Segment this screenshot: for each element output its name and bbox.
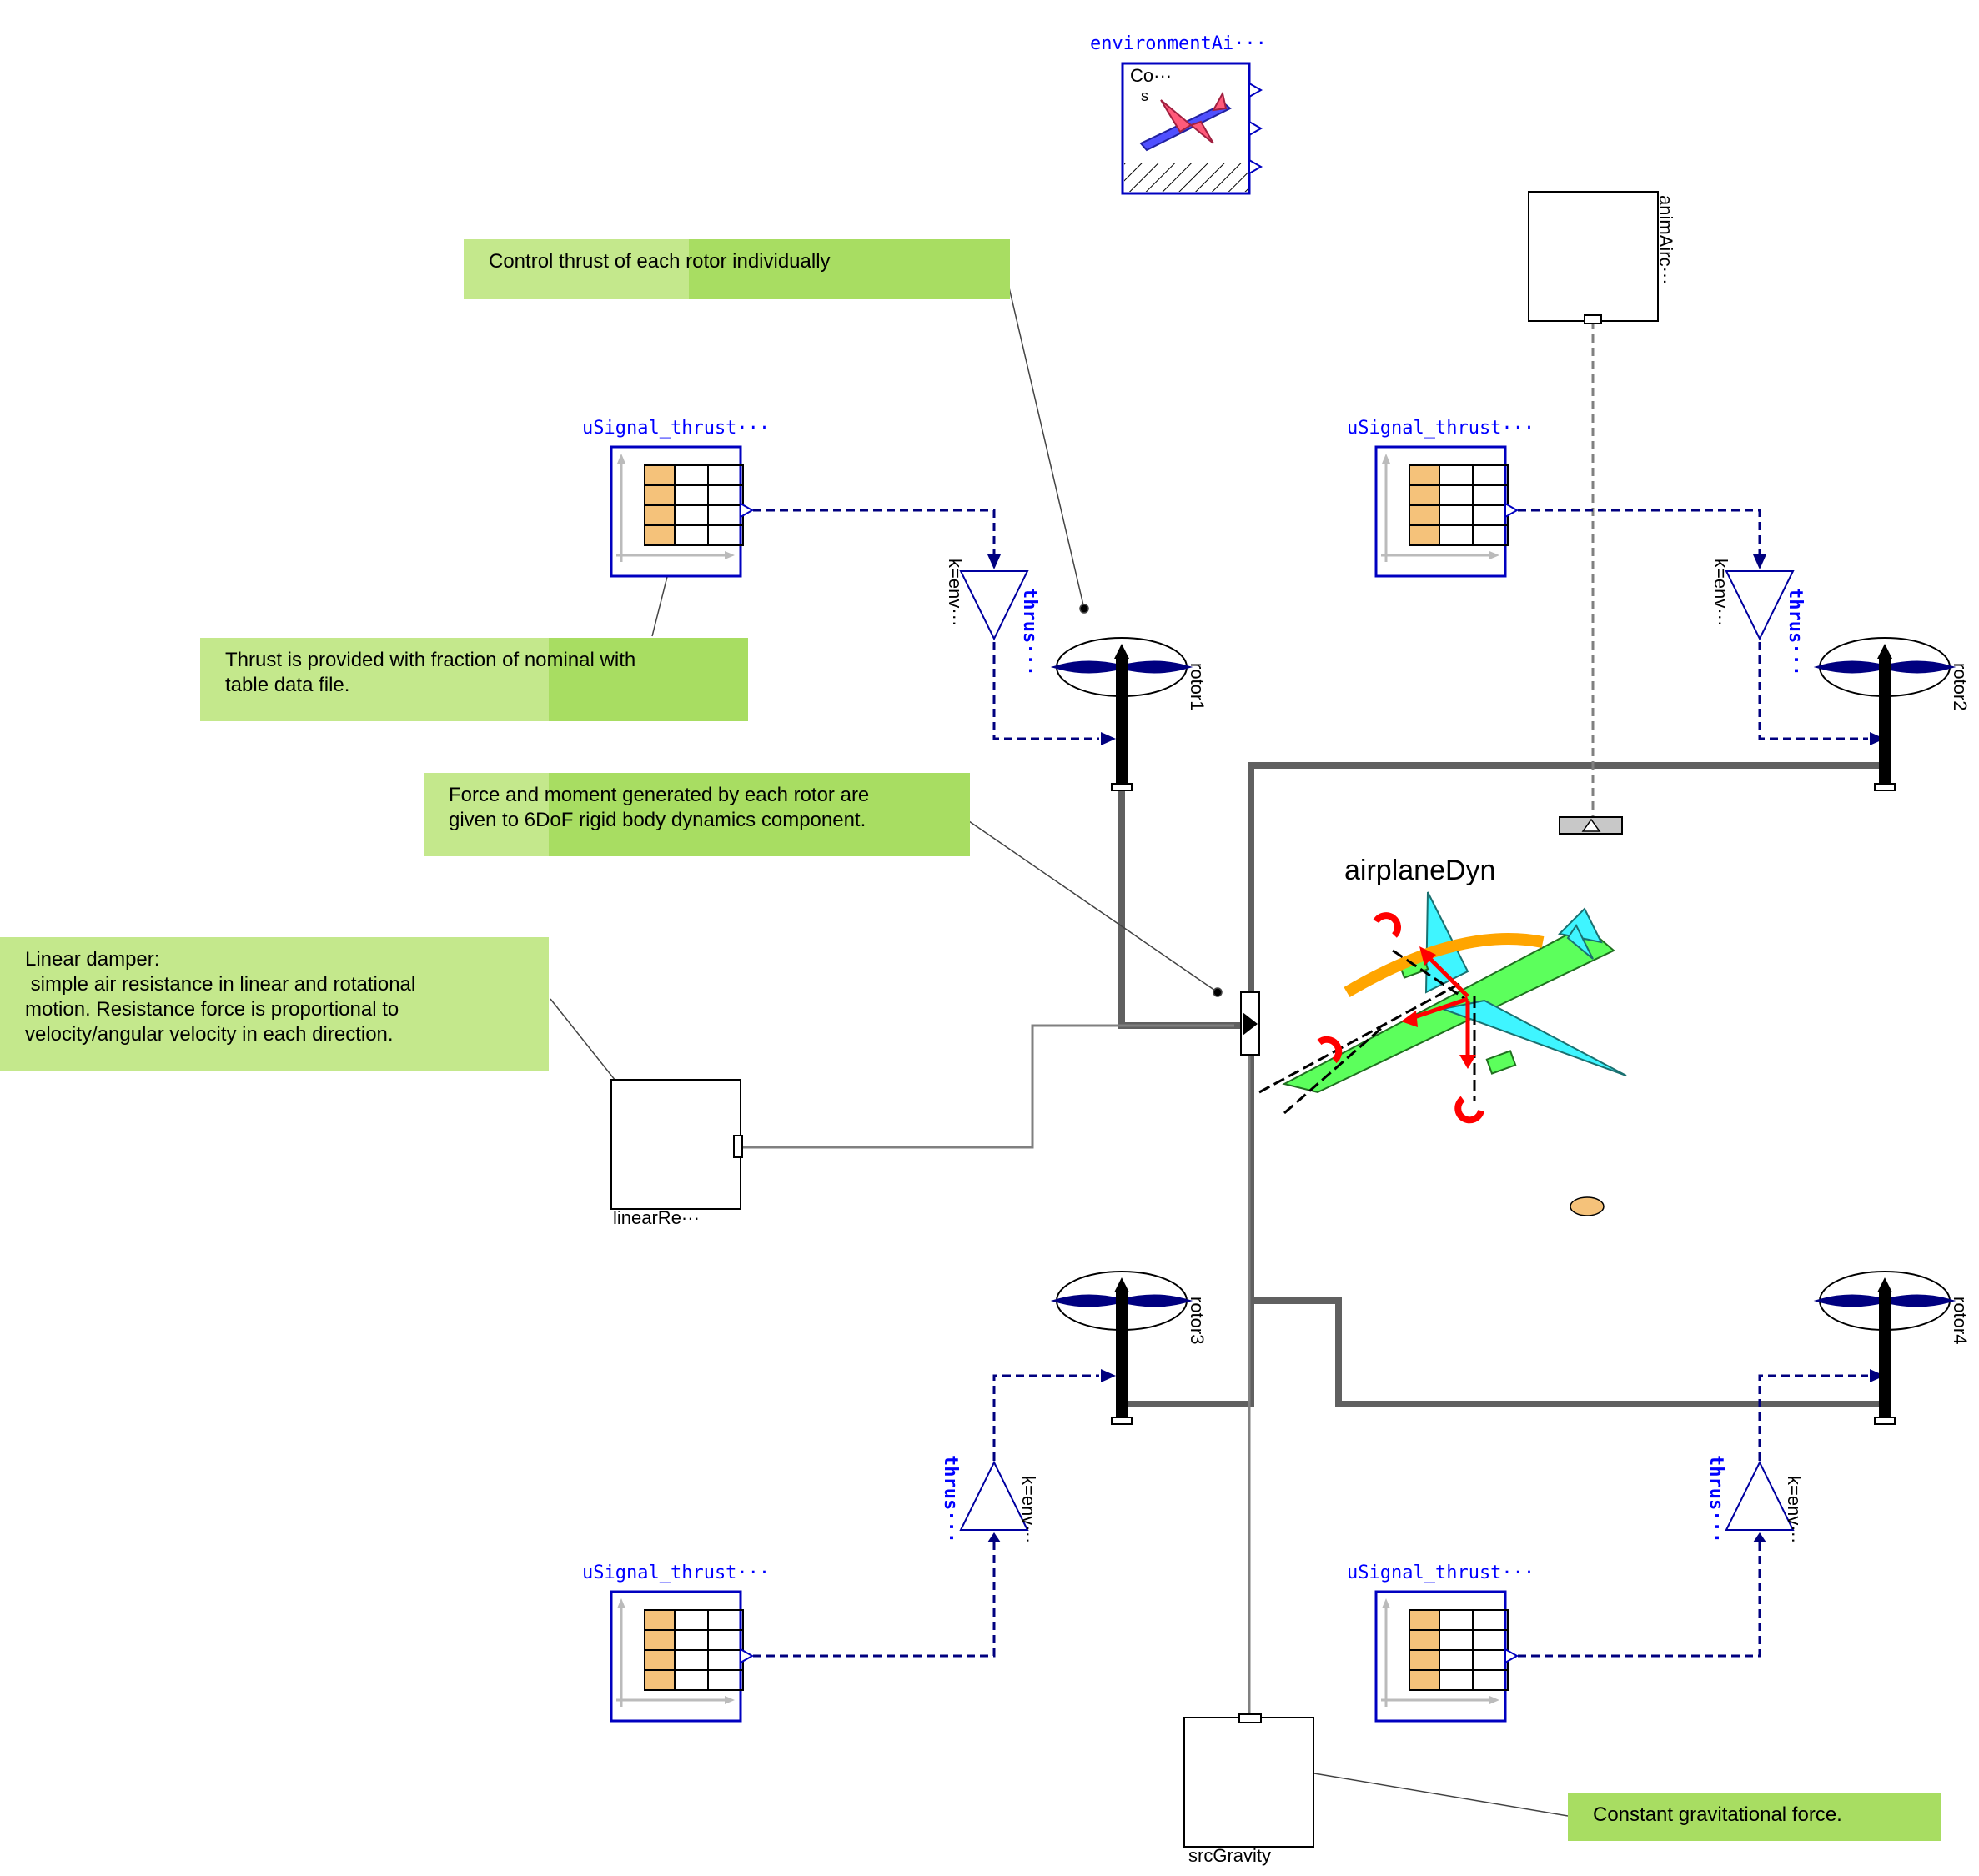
rotor-2[interactable]: rotor2 <box>1820 638 1971 790</box>
damper-label: linearRe··· <box>613 1207 700 1228</box>
gain-4-param: k=env··· <box>1784 1476 1805 1543</box>
signal-wire-2a[interactable] <box>1518 509 1761 554</box>
animation-label: animAirc··· <box>1655 195 1676 285</box>
propeller-icon <box>1057 638 1187 790</box>
gain-block-1[interactable]: thrus··· k=env··· <box>945 559 1040 676</box>
mechanical-connections <box>1118 762 1885 1407</box>
rotor2-connection[interactable] <box>1248 762 1885 1026</box>
signal-wire-1b[interactable] <box>992 642 1099 740</box>
signal-wire-3a[interactable] <box>753 1542 996 1658</box>
airframe-block[interactable]: airplaneDyn <box>1240 816 1627 1216</box>
gravity-label: srcGravity <box>1188 1845 1271 1866</box>
signal-wire-2b[interactable] <box>1758 642 1868 740</box>
gain-3-name: thrus··· <box>940 1455 961 1543</box>
rotor-control-note: Control thrust of each rotor individuall… <box>464 239 1010 299</box>
gain-block-2[interactable]: thrus··· k=env··· <box>1710 559 1806 676</box>
environment-block[interactable]: environmentAi··· Co··· s <box>1090 33 1267 195</box>
rotor4-connection[interactable] <box>1251 1297 1885 1407</box>
rotor1-connection[interactable] <box>1118 765 1243 1029</box>
environment-inner-label: Co··· <box>1130 65 1172 86</box>
gain-1-param: k=env··· <box>945 559 966 626</box>
signal-connections <box>753 509 1868 1658</box>
rotor-4-label: rotor4 <box>1950 1297 1971 1344</box>
gain-1-name: thrus··· <box>1019 588 1040 676</box>
environment-label: environmentAi··· <box>1090 33 1267 54</box>
damper-connection[interactable] <box>741 1024 1234 1149</box>
rotor3-connection[interactable] <box>1122 1026 1254 1407</box>
gain-3-param: k=env··· <box>1018 1476 1039 1543</box>
rotor-2-label: rotor2 <box>1950 663 1971 710</box>
signal-arrowheads <box>987 554 1885 1542</box>
gravity-note: Constant gravitational force. <box>1568 1793 1941 1841</box>
gain-2-name: thrus··· <box>1785 588 1806 676</box>
signal-table-1-label: uSignal_thrust··· <box>582 418 770 439</box>
rotor-3[interactable]: rotor3 <box>1057 1272 1208 1424</box>
signal-table-1[interactable]: uSignal_thrust··· <box>582 418 770 578</box>
signal-table-3[interactable]: uSignal_thrust··· <box>582 1562 770 1723</box>
signal-table-2[interactable]: uSignal_thrust··· <box>1347 418 1534 578</box>
thrust-table-note: Thrust is provided with fraction of nomi… <box>200 638 748 721</box>
rotor-4[interactable]: rotor4 <box>1820 1272 1971 1424</box>
rotor-3-label: rotor3 <box>1187 1297 1208 1344</box>
signal-table-4-label: uSignal_thrust··· <box>1347 1562 1534 1583</box>
airframe-label: airplaneDyn <box>1344 855 1495 886</box>
signal-wire-1a[interactable] <box>753 509 996 554</box>
gain-block-3[interactable]: thrus··· k=env··· <box>940 1455 1039 1543</box>
environment-inner-sub: s <box>1141 88 1148 104</box>
rotor-1-label: rotor1 <box>1187 663 1208 710</box>
airplane-rigid-body-icon <box>1258 891 1627 1124</box>
signal-wire-4a[interactable] <box>1518 1542 1761 1658</box>
signal-table-3-label: uSignal_thrust··· <box>582 1562 770 1583</box>
signal-table-2-label: uSignal_thrust··· <box>1347 418 1534 439</box>
force-moment-note: Force and moment generated by each rotor… <box>424 773 970 856</box>
gain-4-name: thrus··· <box>1705 1455 1726 1543</box>
signal-wire-4b[interactable] <box>1758 1374 1868 1461</box>
damper-note: Linear damper: simple air resistance in … <box>0 937 549 1071</box>
animation-block[interactable]: animAirc··· <box>1528 191 1676 324</box>
signal-wire-3b[interactable] <box>992 1374 1099 1461</box>
airplane-icon <box>1139 91 1232 152</box>
gravity-block[interactable]: srcGravity <box>1183 1713 1314 1866</box>
damper-block[interactable]: linearRe··· <box>610 1079 743 1228</box>
rotor-1[interactable]: rotor1 <box>1057 638 1208 790</box>
signal-table-4[interactable]: uSignal_thrust··· <box>1347 1562 1534 1723</box>
gain-2-param: k=env··· <box>1710 559 1731 626</box>
gain-block-4[interactable]: thrus··· k=env··· <box>1705 1455 1805 1543</box>
